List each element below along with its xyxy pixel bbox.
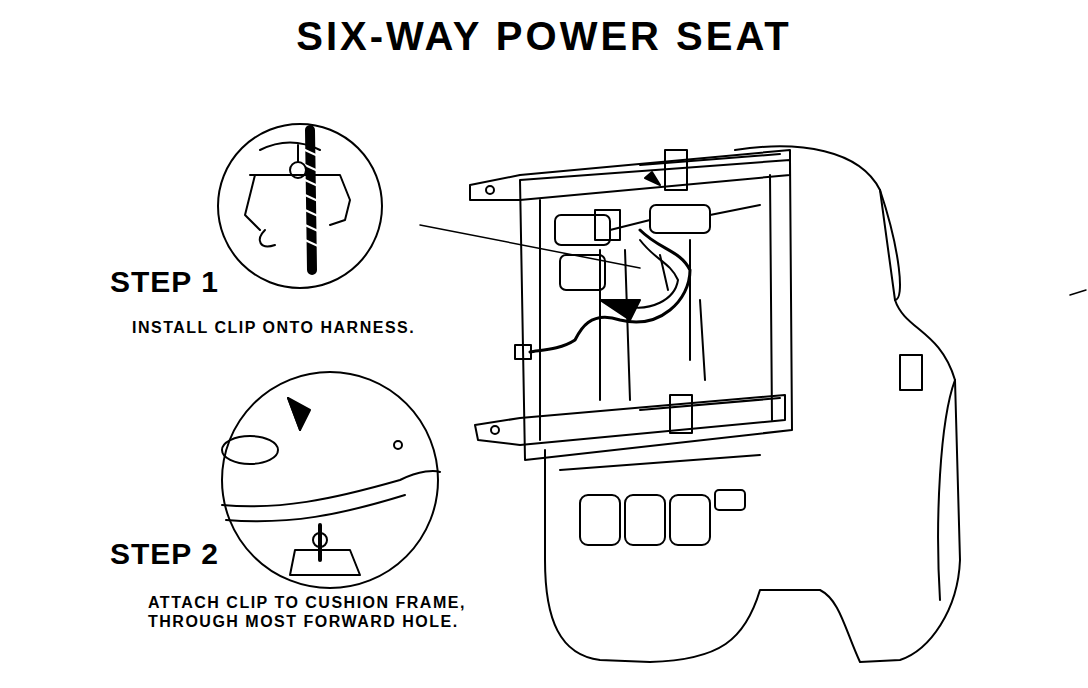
step-instruction: ATTACH CLIP TO CUSHION FRAME, THROUGH MO… — [148, 593, 538, 631]
title: SIX-WAY POWER SEAT — [0, 14, 1088, 59]
step-heading: STEP 1 — [110, 264, 310, 300]
step-instruction: INSTALL CLIP ONTO HARNESS. — [132, 318, 532, 337]
step-heading: STEP 2 — [110, 536, 310, 572]
